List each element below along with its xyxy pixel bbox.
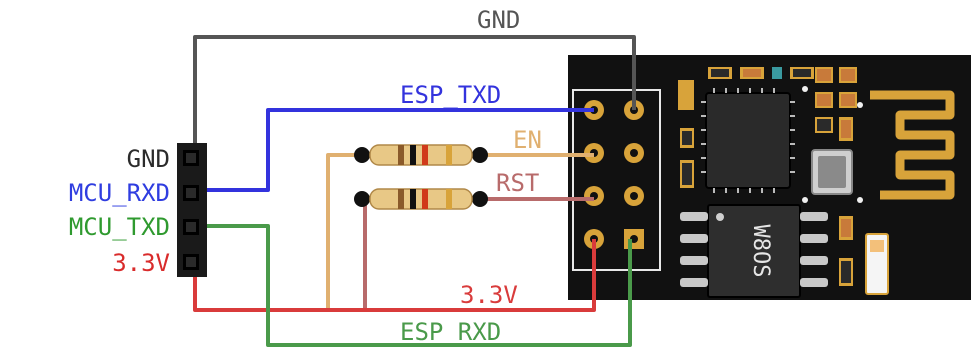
wire-labels: GND ESP_TXD EN RST 3.3V ESP_RXD <box>400 6 542 346</box>
flash-chip-legs <box>680 212 828 287</box>
header-labels: GND MCU_RXD MCU_TXD 3.3V <box>69 145 170 277</box>
pcb-antenna <box>870 90 955 200</box>
wire-label-en: EN <box>513 126 542 154</box>
smd-components <box>678 67 889 295</box>
wire-label-rst: RST <box>496 169 539 197</box>
header-label-gnd: GND <box>127 145 170 173</box>
wire-label-esp-txd: ESP_TXD <box>400 81 501 109</box>
resistor-en <box>354 144 488 166</box>
wire-en <box>326 153 594 310</box>
main-ic <box>705 92 791 189</box>
main-ic-pins <box>701 88 795 193</box>
wire-esp-txd <box>195 108 594 192</box>
resistor-rst <box>354 188 488 210</box>
crystal-top <box>818 156 846 188</box>
flash-chip <box>707 204 801 298</box>
wire-label-gnd: GND <box>477 6 520 34</box>
wire-label-3v3: 3.3V <box>460 281 518 309</box>
header-label-mcu-txd: MCU_TXD <box>69 213 170 241</box>
mcu-header <box>177 143 207 277</box>
wire-3v3 <box>193 239 596 312</box>
flash-chip-dot <box>716 213 724 221</box>
header-label-mcu-rxd: MCU_RXD <box>69 179 170 207</box>
board-pin-frame <box>572 89 661 271</box>
header-label-3v3: 3.3V <box>112 249 170 277</box>
wire-label-esp-rxd: ESP_RXD <box>400 318 501 346</box>
wire-esp-rxd <box>195 224 632 347</box>
flash-chip-marking: W8OS <box>748 225 773 278</box>
